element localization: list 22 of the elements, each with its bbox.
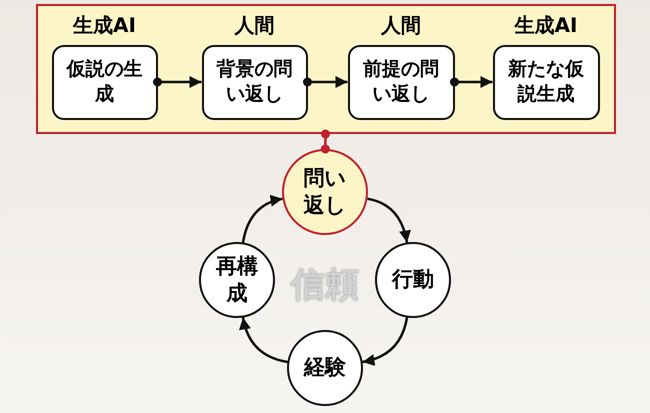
arrow: [240, 317, 288, 364]
center-label: 信頼: [291, 264, 359, 307]
step-text: 前提の問い返し: [362, 57, 440, 107]
step-text: 行動: [390, 266, 435, 294]
step-text: 問い返し: [302, 164, 348, 219]
arrow: [450, 76, 492, 88]
step-text: 再構成: [215, 252, 259, 307]
step-text: 新たな仮説生成: [506, 57, 585, 107]
group-panel: [36, 4, 616, 134]
step-text: 背景の問い返し: [215, 57, 294, 107]
arrow: [362, 317, 408, 366]
arrow: [367, 198, 411, 243]
arrow: [242, 195, 283, 243]
arrow: [303, 76, 348, 88]
actor-label: 生成AI: [513, 12, 578, 38]
step-text: 経験: [302, 354, 347, 382]
step-text: 仮説の生成: [65, 57, 144, 107]
actor-label: 人間: [380, 12, 422, 38]
connector-line: [320, 130, 330, 154]
arrow: [153, 76, 202, 88]
actor-label: 人間: [233, 12, 276, 38]
actor-label: 生成AI: [72, 12, 137, 38]
